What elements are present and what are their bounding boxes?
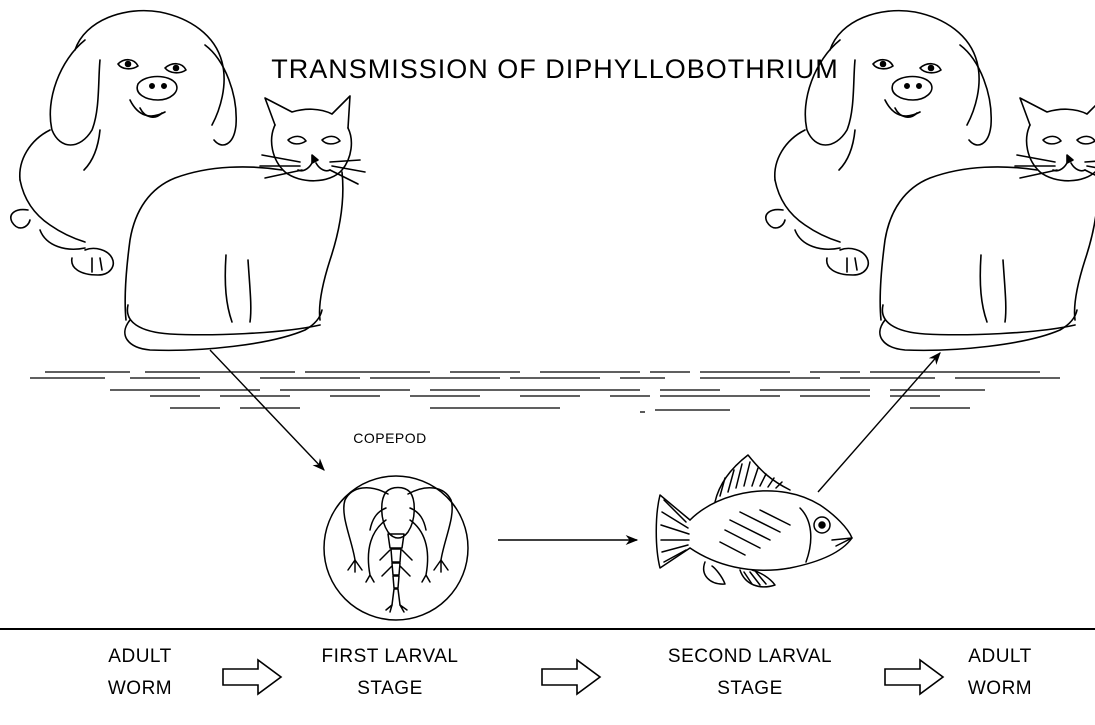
- hollow-arrow-3: [885, 660, 943, 694]
- stage-label-line1: SECOND LARVAL: [635, 641, 865, 673]
- copepod-illustration: [324, 476, 468, 620]
- diagram-title: TRANSMISSION OF DIPHYLLOBOTHRIUM: [250, 54, 860, 85]
- stage-label-line2: WORM: [70, 673, 210, 705]
- copepod-label: COPEPOD: [330, 430, 450, 446]
- stage-label-line1: FIRST LARVAL: [290, 641, 490, 673]
- stage-label-line1: ADULT: [70, 641, 210, 673]
- stage-label-line2: WORM: [945, 673, 1055, 705]
- arrow-fish-to-pets: [818, 353, 940, 492]
- stage-label-first-larval: FIRST LARVAL STAGE: [290, 641, 490, 705]
- stage-label-adult-worm-2: ADULT WORM: [945, 641, 1055, 705]
- stage-label-line2: STAGE: [635, 673, 865, 705]
- stage-label-line2: STAGE: [290, 673, 490, 705]
- hollow-arrow-2: [542, 660, 600, 694]
- fish-illustration: [656, 455, 852, 587]
- stage-label-adult-worm-1: ADULT WORM: [70, 641, 210, 705]
- hollow-arrow-1: [223, 660, 281, 694]
- stage-label-second-larval: SECOND LARVAL STAGE: [635, 641, 865, 705]
- stage-label-line1: ADULT: [945, 641, 1055, 673]
- arrow-pets-to-copepod: [210, 350, 324, 470]
